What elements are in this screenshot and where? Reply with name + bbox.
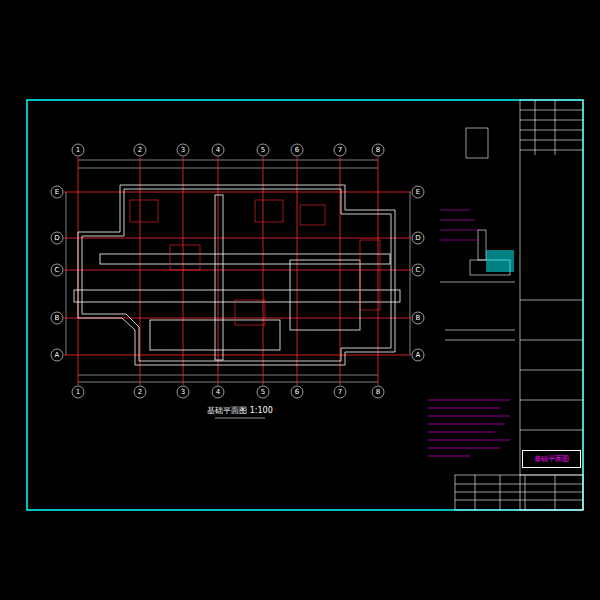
- axis-number: 4: [215, 389, 221, 396]
- axis-number: 8: [375, 389, 381, 396]
- axis-number: 3: [180, 147, 186, 154]
- axis-letter: A: [415, 352, 422, 359]
- axis-number: 1: [75, 389, 81, 396]
- sheet-title: 基础平面图: [534, 454, 569, 464]
- axis-number: 4: [215, 147, 221, 154]
- axis-number: 5: [260, 389, 266, 396]
- axis-number: 3: [180, 389, 186, 396]
- axis-number: 6: [294, 389, 300, 396]
- axis-letter: C: [54, 267, 61, 274]
- axis-letter: C: [415, 267, 422, 274]
- title-block-cell: 基础平面图: [522, 450, 581, 468]
- axis-letter: D: [53, 235, 60, 242]
- axis-number: 1: [75, 147, 81, 154]
- axis-letter: E: [54, 189, 60, 196]
- axis-letter: E: [415, 189, 421, 196]
- axis-number: 7: [337, 389, 343, 396]
- axis-letter: B: [54, 315, 61, 322]
- axis-number: 7: [337, 147, 343, 154]
- axis-letter: A: [54, 352, 61, 359]
- axis-number: 2: [137, 147, 143, 154]
- axis-number: 6: [294, 147, 300, 154]
- axis-letter: D: [414, 235, 421, 242]
- axis-number: 8: [375, 147, 381, 154]
- axis-number: 2: [137, 389, 143, 396]
- axis-letter: B: [415, 315, 422, 322]
- axis-number: 5: [260, 147, 266, 154]
- drawing-title: 基础平面图 1:100: [206, 407, 274, 415]
